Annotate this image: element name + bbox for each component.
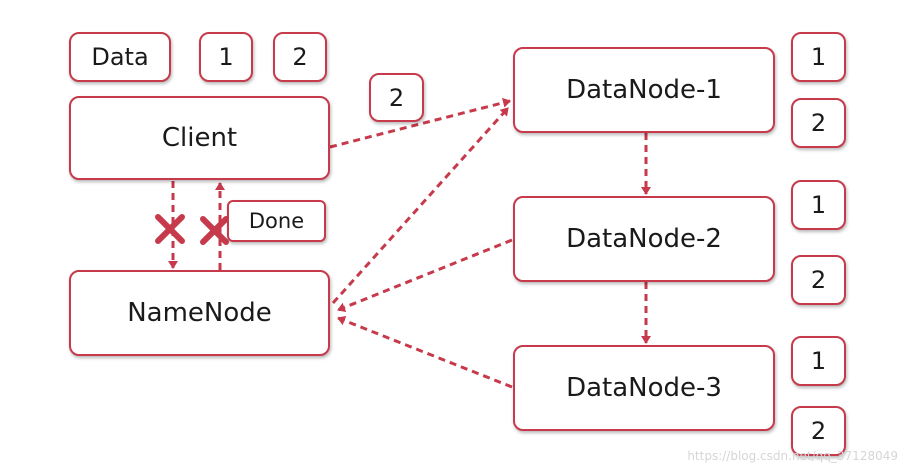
datanode-3-block-1-label: 1 [810,347,827,375]
datanode-2-block-2: 2 [791,255,846,305]
namenode: NameNode [69,270,330,356]
client-node-label: Client [161,123,238,153]
namenode-label: NameNode [127,298,272,328]
datanode-1-block-1-label: 1 [810,43,827,71]
datanode-2-block-1-label: 1 [810,191,827,219]
datanode-3: DataNode-3 [513,345,775,431]
arrow-datanode2-to-namenode [337,238,513,313]
datanode-1-label: DataNode-1 [566,75,722,105]
transfer-block: 2 [369,73,424,122]
datanode-1-block-2-label: 2 [810,109,827,137]
transfer-block-label: 2 [388,83,405,112]
datanode-1: DataNode-1 [513,47,775,133]
datanode-2-block-2-label: 2 [810,266,827,294]
client-node: Client [69,96,330,180]
arrow-namenode-to-datanode1 [331,106,510,305]
datanode-3-block-2: 2 [791,406,846,456]
client-block-1-label: 1 [218,43,234,71]
cross-icon-right [200,216,229,245]
datanode-3-label: DataNode-3 [566,373,722,403]
client-block-2: 2 [273,32,327,82]
datanode-1-block-2: 2 [791,98,846,148]
client-block-2-label: 2 [292,43,308,71]
watermark-text: https://blog.csdn.net/qq_37128049 [687,449,898,463]
datanode-2: DataNode-2 [513,196,775,282]
done-message-label: Done [248,209,305,233]
client-block-1: 1 [199,32,253,82]
datanode-2-block-1: 1 [791,180,846,230]
datanode-3-block-2-label: 2 [810,417,827,445]
arrow-client-to-datanode1 [329,97,511,149]
datanode-1-block-1: 1 [791,32,846,82]
cross-icon-left [155,214,185,244]
arrow-datanode3-to-namenode [337,315,513,389]
done-message: Done [227,200,326,242]
data-label-box: Data [69,32,171,82]
datanode-2-label: DataNode-2 [566,224,722,254]
datanode-3-block-1: 1 [791,336,846,386]
data-label: Data [91,43,149,71]
